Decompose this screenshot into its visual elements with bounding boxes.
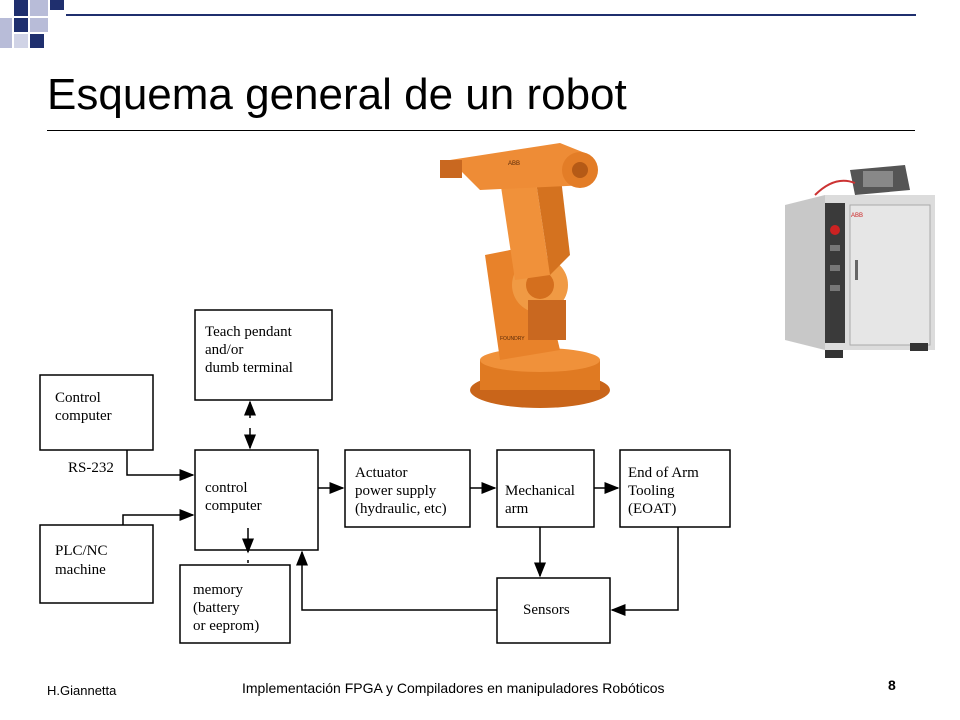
teach-line-3: dumb terminal <box>205 360 293 376</box>
control-comp-line-1: control <box>205 480 248 496</box>
control-comp-line-2: computer <box>205 498 262 514</box>
title-underline <box>47 130 915 131</box>
control-pc-line-1: Control <box>55 390 101 406</box>
eoat-line-1: End of Arm <box>628 465 699 481</box>
cabinet-brand-label: ABB <box>851 213 863 219</box>
actuator-line-3: (hydraulic, etc) <box>355 501 447 517</box>
memory-line-3: or eeprom) <box>193 618 259 634</box>
plc-line-2: machine <box>55 562 106 578</box>
teach-line-1: Teach pendant <box>205 324 293 340</box>
robot-arm-image: ABB FOUNDRY <box>440 135 620 415</box>
page-number: 8 <box>888 677 896 693</box>
box-eoat <box>619 449 731 528</box>
deco-square-dark-1 <box>14 0 28 16</box>
deco-square-dark-3 <box>14 18 28 32</box>
mech-line-2: arm <box>505 501 529 517</box>
robot-base-label: FOUNDRY <box>500 336 525 342</box>
teach-line-2: and/or <box>205 342 243 358</box>
deco-square-dark-4 <box>30 34 44 48</box>
controller-cabinet-image: ABB <box>775 165 945 365</box>
memory-line-1: memory <box>193 582 243 598</box>
actuator-line-1: Actuator <box>355 465 407 481</box>
footer-author: H.Giannetta <box>47 683 117 698</box>
box-plc <box>39 524 154 604</box>
eoat-line-2: Tooling <box>628 483 675 499</box>
memory-line-2: (battery <box>193 600 240 616</box>
box-teach-pendant <box>194 309 333 401</box>
deco-square-dark-2 <box>50 0 64 10</box>
actuator-line-2: power supply <box>355 483 437 499</box>
box-memory <box>179 564 291 644</box>
eoat-line-3: (EOAT) <box>628 501 676 517</box>
mech-line-1: Mechanical <box>505 483 575 499</box>
deco-square-light-4 <box>14 34 28 48</box>
sensors-label: Sensors <box>523 602 570 618</box>
control-pc-line-2: computer <box>55 408 112 424</box>
box-control-pc <box>39 374 154 451</box>
robot-brand-label: ABB <box>508 161 520 167</box>
box-control-computer <box>194 449 319 551</box>
header-accent-line <box>66 14 916 16</box>
rs232-label: RS-232 <box>68 460 114 476</box>
plc-line-1: PLC/NC <box>55 543 108 559</box>
deco-square-light-3 <box>30 18 48 32</box>
page-title: Esquema general de un robot <box>47 70 639 120</box>
deco-square-light-2 <box>0 18 12 48</box>
footer-course: Implementación FPGA y Compiladores en ma… <box>242 680 665 696</box>
deco-square-light-1 <box>30 0 48 16</box>
